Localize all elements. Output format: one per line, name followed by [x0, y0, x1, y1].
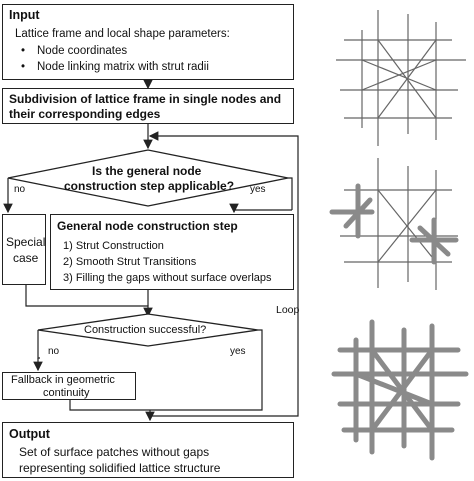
decision1-diamond	[7, 149, 289, 207]
fallback-line2: continuity	[43, 387, 90, 399]
fallback-line1: Fallback in geometric	[11, 374, 115, 386]
decision2-text: Construction successful?	[84, 324, 207, 336]
general-step-3: 3) Filling the gaps without surface over…	[63, 272, 272, 284]
input-subtitle: Lattice frame and local shape parameters…	[15, 28, 230, 40]
general-step-2: 2) Smooth Strut Transitions	[63, 256, 197, 268]
decision1-line1: Is the general node	[92, 164, 202, 178]
general-step-1: 1) Strut Construction	[63, 240, 164, 252]
fallback-box: Fallback in geometric continuity	[2, 372, 136, 400]
input-bullet-2: Node linking matrix with strut radii	[37, 61, 209, 73]
bullet-dot: •	[21, 45, 26, 57]
decision1-line2: construction step applicable?	[64, 179, 235, 193]
lattice-frame-wireframe	[336, 10, 466, 146]
bullet-dot: •	[21, 61, 26, 73]
arrow-special-to-decision2	[25, 285, 153, 318]
decision2-yes-label: yes	[230, 346, 246, 357]
subdivision-line2: their corresponding edges	[9, 107, 161, 121]
output-title: Output	[9, 427, 50, 441]
lattice-solidified	[331, 319, 469, 461]
output-box: Output Set of surface patches without ga…	[2, 422, 294, 478]
input-title: Input	[9, 8, 40, 22]
subdivision-box: Subdivision of lattice frame in single n…	[2, 88, 294, 124]
decision1-yes-label: yes	[250, 184, 266, 195]
subdivision-line1: Subdivision of lattice frame in single n…	[9, 92, 282, 106]
input-box: Input Lattice frame and local shape para…	[2, 4, 294, 80]
arrow-yes-output-line	[150, 329, 263, 411]
decision2-no-label: no	[48, 346, 60, 357]
decision1-no-label: no	[14, 184, 26, 195]
special-case-box: Special case	[2, 214, 46, 285]
special-case-line1: Special	[6, 235, 46, 249]
arrow-yes-general	[288, 177, 293, 210]
output-line2: representing solidified lattice structur…	[19, 461, 221, 475]
loop-arrow	[148, 131, 299, 417]
loop-label: Loop	[276, 304, 300, 316]
special-case-line2: case	[13, 251, 39, 265]
output-line1: Set of surface patches without gaps	[19, 445, 210, 459]
decision2-diamond	[37, 313, 259, 347]
general-step-box: General node construction step 1) Strut …	[50, 214, 294, 290]
general-step-title: General node construction step	[57, 219, 238, 233]
input-bullet-1: Node coordinates	[37, 45, 128, 57]
lattice-partial-solid	[329, 158, 459, 290]
